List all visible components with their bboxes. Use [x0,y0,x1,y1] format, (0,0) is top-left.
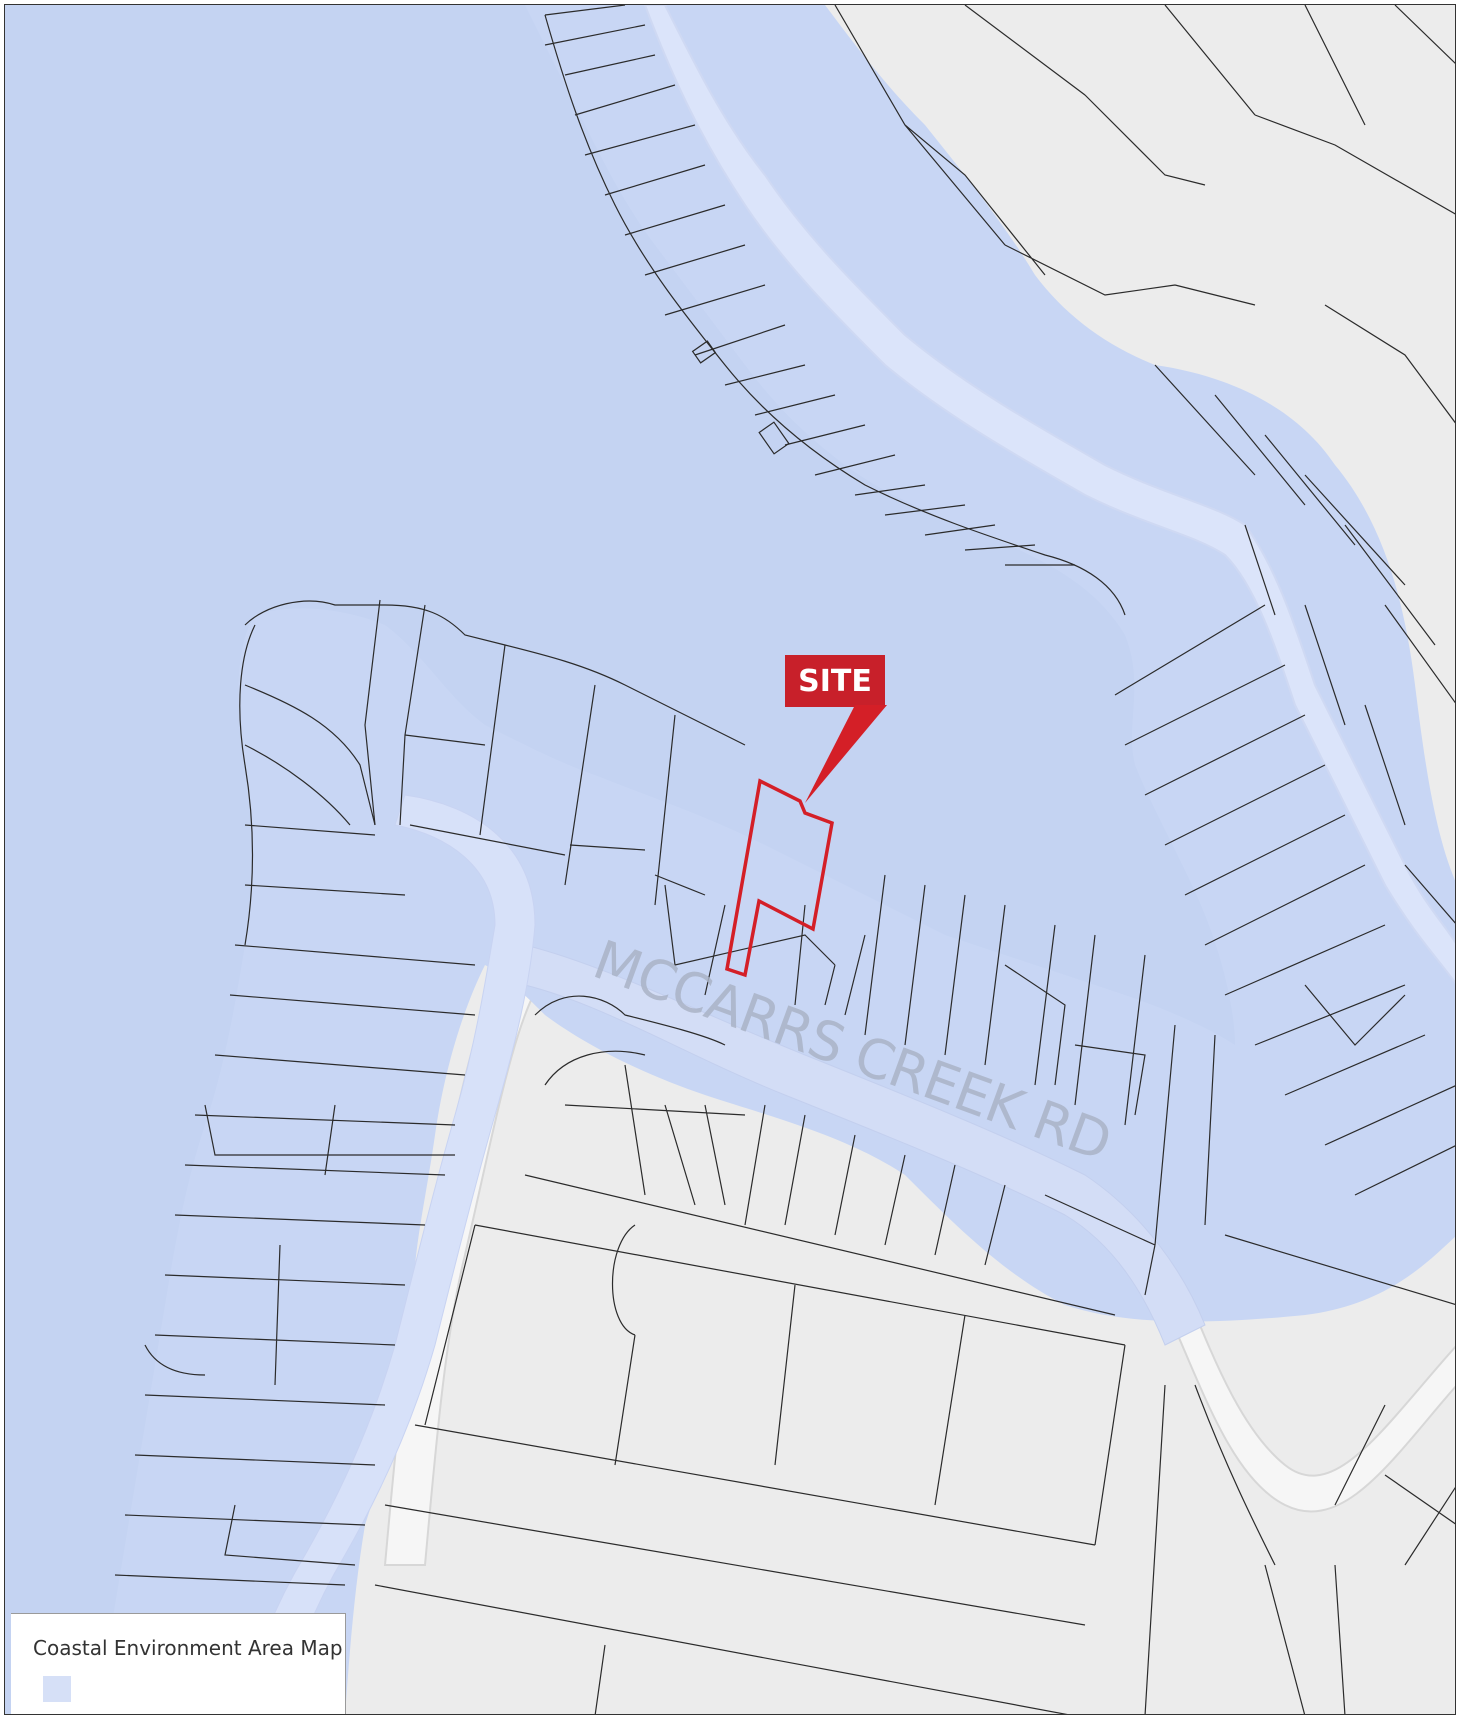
water-body [5,5,1235,1714]
mccarrs-creek-road-south [524,944,1206,1346]
site-label: SITE [798,664,872,699]
site-callout-pointer [805,705,887,803]
lot-boundaries [114,5,1455,1714]
east-road [1153,1263,1455,1513]
west-road [239,794,536,1714]
mccarrs-creek-road [643,5,1455,984]
site-callout: SITE [785,655,887,803]
site-boundary [725,778,834,978]
legend-swatch-coastal-area [43,1676,71,1702]
map-canvas[interactable]: SITE MCCARRS CREEK RD Coastal Environmen… [4,4,1456,1715]
map-layer: SITE MCCARRS CREEK RD [5,5,1455,1714]
legend-title: Coastal Environment Area Map [33,1636,343,1660]
site-callout-box [785,655,885,707]
legend-panel: Coastal Environment Area Map [11,1613,346,1714]
